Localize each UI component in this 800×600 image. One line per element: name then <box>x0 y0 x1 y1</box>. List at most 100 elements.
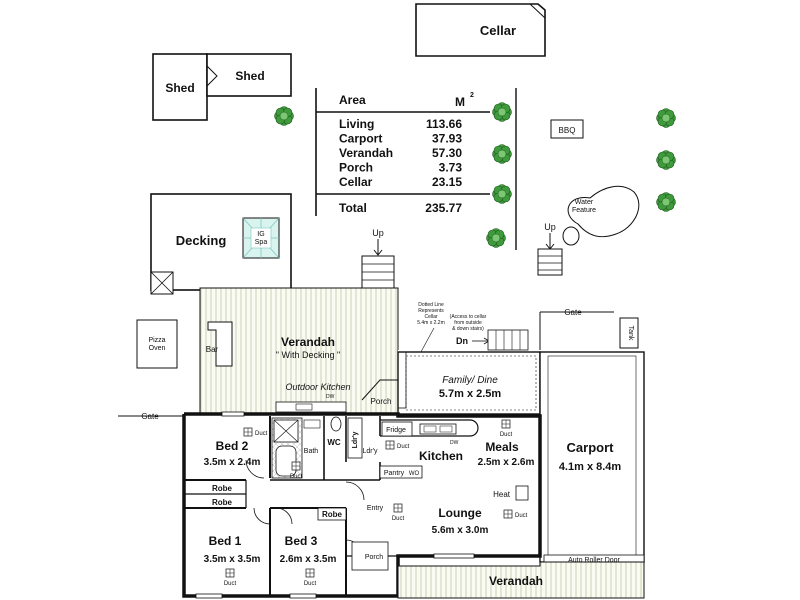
sheds: Shed Shed <box>152 53 292 121</box>
tree-icon <box>274 106 294 126</box>
bathroom: Bath WC Ldr'y Ldr'y <box>271 416 378 479</box>
robe2-label: Robe <box>212 498 233 507</box>
duct-label: Duct <box>392 516 405 522</box>
duct-icon: Duct <box>500 419 512 438</box>
shed-left-label: Shed <box>165 81 194 95</box>
porch-front: Porch <box>351 541 389 571</box>
fridge-label: Fridge <box>386 427 406 434</box>
meals-size: 2.5m x 2.6m <box>478 457 535 468</box>
verandah-rear-sub: " With Decking " <box>276 350 340 360</box>
area-unit: M <box>455 95 465 109</box>
tank-label: Tank <box>627 326 634 341</box>
vanity <box>303 419 321 429</box>
family-dine-label: Family/ Dine <box>442 375 498 386</box>
lounge-label: Lounge <box>438 506 482 520</box>
area-total-value: 235.77 <box>425 201 462 215</box>
steps-up-right: Up <box>537 222 563 276</box>
verandah-front: Verandah <box>397 561 645 599</box>
area-row-label: Verandah <box>339 146 393 160</box>
porch-rear-label: Porch <box>371 397 392 406</box>
area-total-label: Total <box>339 201 367 215</box>
verandah-front-label: Verandah <box>489 574 543 588</box>
ldry-label: Ldr'y <box>352 431 359 448</box>
ldry2-label: Ldr'y <box>363 448 378 455</box>
auto-roller-door-label: Auto Roller Door <box>568 557 620 564</box>
cellar-outline <box>405 355 537 411</box>
duct-icon: Duct <box>392 503 405 522</box>
fridge <box>381 421 413 437</box>
robe3 <box>317 507 347 521</box>
steps-up-left: Up <box>361 228 395 289</box>
shed-right <box>206 53 292 97</box>
bar-label: Bar <box>206 345 219 354</box>
verandah-rear-label: Verandah <box>281 335 335 349</box>
duct-icon: Duct <box>304 568 317 587</box>
bbq: BBQ <box>550 119 584 139</box>
tree-icon <box>492 184 512 204</box>
duct-label: Duct <box>515 513 528 519</box>
laundry-bench <box>347 417 363 459</box>
entry-label: Entry <box>367 505 384 512</box>
area-row-label: Porch <box>339 161 373 175</box>
pantry <box>379 465 423 479</box>
tree-icon <box>656 192 676 212</box>
bed2-size: 3.5m x 2.4m <box>204 457 261 468</box>
duct-label: Duct <box>304 581 317 587</box>
wc-label: WC <box>327 438 341 447</box>
family-dine: Family/ Dine 5.7m x 2.5m <box>397 351 541 415</box>
bathtub <box>275 445 297 477</box>
lounge-size: 5.6m x 3.0m <box>432 525 489 536</box>
family-dine-size: 5.7m x 2.5m <box>439 388 502 400</box>
area-row-value: 37.93 <box>432 132 462 146</box>
shed-left <box>152 53 208 121</box>
bed-2: Bed 2 3.5m x 2.4m <box>204 439 261 468</box>
pantry-label: Pantry <box>384 470 405 477</box>
gate-left-label: Gate <box>141 412 159 421</box>
duct-label: Duct <box>290 474 303 480</box>
robe1-label: Robe <box>212 484 233 493</box>
trees <box>274 102 676 248</box>
area-row-label: Cellar <box>339 175 373 189</box>
carport-size: 4.1m x 8.4m <box>559 461 622 473</box>
tree-icon <box>656 150 676 170</box>
up-left-label: Up <box>372 228 384 238</box>
tank: Tank <box>619 317 639 349</box>
duct-icon: Duct <box>385 440 410 450</box>
bed-3: Bed 3 2.6m x 3.5m <box>280 534 337 565</box>
duct-label: Duct <box>224 581 237 587</box>
heater: Heat <box>493 485 529 501</box>
area-row-value: 57.30 <box>432 146 462 160</box>
carport: Carport 4.1m x 8.4m Auto Roller Door <box>539 351 645 564</box>
outdoor-dw-label: DW <box>326 394 335 400</box>
duct-icon: Duct <box>503 509 528 519</box>
robe3-label: Robe <box>322 510 343 519</box>
area-row-value: 113.66 <box>426 117 462 131</box>
area-row-value: 23.15 <box>432 175 462 189</box>
outdoor-kitchen-label: Outdoor Kitchen <box>285 382 350 392</box>
bar-counter <box>207 321 233 367</box>
duct-icon: Duct <box>243 427 268 437</box>
bed1-size: 3.5m x 3.5m <box>204 554 261 565</box>
gate-right-label: Gate <box>564 308 582 317</box>
heat-label: Heat <box>493 490 511 499</box>
meals: Meals 2.5m x 2.6m <box>478 440 535 468</box>
bath-label: Bath <box>304 448 319 455</box>
duct-label: Duct <box>255 431 268 437</box>
up-right-label: Up <box>544 222 556 232</box>
cellar-label: Cellar <box>480 23 516 38</box>
duct-icon: Duct <box>290 461 303 480</box>
shed-right-label: Shed <box>235 69 264 83</box>
kitchen: Fridge DW Kitchen Pantry WO <box>379 419 479 479</box>
